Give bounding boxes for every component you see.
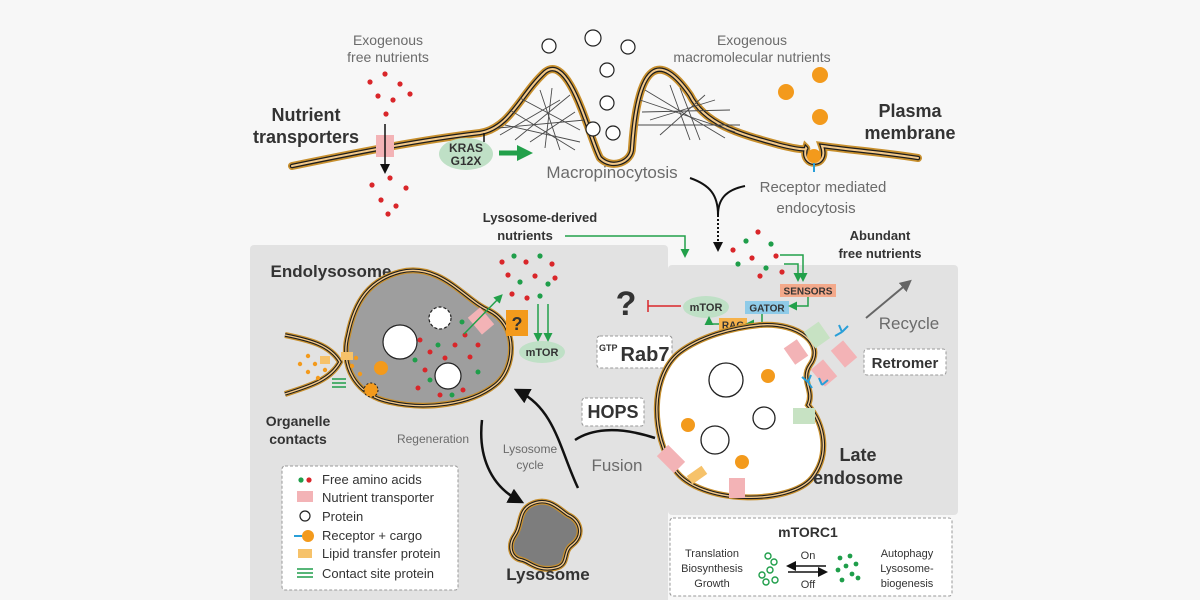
rab7-label: Rab7	[621, 344, 670, 366]
endolysosome	[342, 267, 514, 409]
organelle-contact	[284, 332, 363, 397]
nutrient-transporters-label-2: transporters	[253, 127, 359, 147]
gator-label: GATOR	[749, 304, 785, 315]
legend-label-amino: Free amino acids	[322, 472, 422, 487]
lyso-derived-arrow	[565, 235, 690, 258]
uptake-converging-arrow	[689, 177, 746, 252]
exo-free-label-1: Exogenous	[353, 32, 423, 48]
legend-box	[281, 465, 459, 591]
mtorc1-inactive-cluster	[835, 553, 861, 583]
rab7-box	[596, 335, 673, 369]
amino-acids-icon	[298, 477, 304, 483]
mtor-label-late: mTOR	[690, 302, 723, 314]
contact-site-icon	[297, 568, 313, 578]
endolysosome-label: Endolysosome	[271, 262, 392, 281]
transporter-icon	[297, 491, 313, 502]
mtorc1-on-label: On	[801, 550, 816, 562]
exo-free-label-2: free nutrients	[347, 49, 429, 65]
fusion-label: Fusion	[591, 456, 642, 475]
lysosome	[507, 498, 583, 572]
mtorc1-right-1: Autophagy	[881, 548, 934, 560]
actin-mesh	[497, 84, 740, 151]
mtorc1-active-cluster	[758, 552, 779, 586]
abundant-label-1: Abundant	[850, 228, 911, 243]
free-nutrient-dots	[367, 71, 413, 217]
mtor-oval-endo	[519, 341, 565, 363]
receptor-cargo-icon	[294, 530, 314, 542]
lysosome-cycle-label-2: cycle	[516, 458, 544, 472]
mtorc1-right-3: biogenesis	[881, 578, 934, 590]
exogenous-cargo	[778, 67, 828, 163]
plasma-membrane-label-2: membrane	[864, 123, 955, 143]
unknown-regulator-mark: ?	[616, 285, 637, 323]
efflux-dots	[499, 253, 558, 301]
hops-label: HOPS	[587, 402, 638, 422]
mtor-label-endo: mTOR	[526, 347, 559, 359]
lysosome-cycle-arrows	[480, 388, 656, 504]
unknown-sensor-box	[506, 310, 528, 336]
receptor-endocytosis-label-1: Receptor mediated	[760, 179, 887, 196]
retromer-label: Retromer	[872, 355, 939, 372]
kras-label-1: KRAS	[449, 141, 483, 155]
regeneration-label: Regeneration	[397, 432, 469, 446]
organelle-contacts-label-2: contacts	[269, 431, 327, 447]
exo-macro-label-2: macromolecular nutrients	[673, 49, 830, 65]
legend-label-contact: Contact site protein	[322, 566, 434, 581]
legend-label-receptor: Receptor + cargo	[322, 528, 422, 543]
sensors-label: SENSORS	[784, 287, 833, 298]
abundant-nutrient-dots	[730, 229, 785, 279]
rag-label: RAG	[722, 321, 744, 332]
legend-label-lipid: Lipid transfer protein	[322, 546, 441, 561]
recycle-label: Recycle	[879, 314, 939, 333]
lyso-derived-label-1: Lysosome-derived	[483, 210, 597, 225]
retromer-box	[863, 348, 947, 376]
mtorc1-title: mTORC1	[778, 524, 838, 540]
nutrient-transporters-label-1: Nutrient	[272, 105, 341, 125]
plasma-membrane-label-1: Plasma	[878, 101, 942, 121]
unknown-sensor-mark: ?	[512, 314, 523, 334]
legend-label-transporter: Nutrient transporter	[322, 490, 435, 505]
mtor-activation-arrows	[533, 304, 553, 342]
mtorc1-right-2: Lysosome-	[880, 563, 934, 575]
organelle-contacts-label-1: Organelle	[266, 413, 331, 429]
receptor-endocytosis-label-2: endocytosis	[776, 200, 855, 217]
sensor-input-arrows	[780, 254, 808, 282]
late-endosome-label-2: endosome	[813, 468, 903, 488]
on-off-arrows	[786, 561, 828, 577]
macromolecule-proteins	[541, 29, 636, 141]
mtorc1-left-2: Biosynthesis	[681, 563, 743, 575]
kras-oval	[439, 138, 493, 170]
lysosome-label: Lysosome	[506, 565, 589, 584]
macropinocytosis-label: Macropinocytosis	[546, 163, 677, 182]
abundant-label-2: free nutrients	[838, 246, 921, 261]
mtorc1-off-label: Off	[801, 579, 816, 591]
mtorc1-left-3: Growth	[694, 578, 729, 590]
mtorc1-left-1: Translation	[685, 548, 739, 560]
legend-label-protein: Protein	[322, 509, 363, 524]
late-endosome	[653, 321, 858, 501]
gtp-label: GTP	[599, 343, 618, 353]
lipid-transfer-icon	[298, 549, 312, 558]
kras-label-2: G12X	[451, 154, 482, 168]
efflux-arrow	[463, 294, 503, 335]
sensors-box	[780, 284, 836, 297]
lysosome-cycle-label-1: Lysosome	[503, 442, 558, 456]
hops-box	[581, 397, 645, 427]
lyso-derived-label-2: nutrients	[497, 228, 553, 243]
protein-icon	[299, 510, 311, 522]
inhibition-line	[647, 300, 681, 312]
mtor-oval-late	[683, 296, 729, 318]
exo-macro-label-1: Exogenous	[717, 32, 787, 48]
recycle-arrow	[865, 279, 912, 319]
late-endosome-label-1: Late	[839, 445, 876, 465]
mtorc1-box	[669, 517, 953, 597]
gator-box	[745, 301, 789, 314]
legend-icons	[294, 477, 314, 578]
